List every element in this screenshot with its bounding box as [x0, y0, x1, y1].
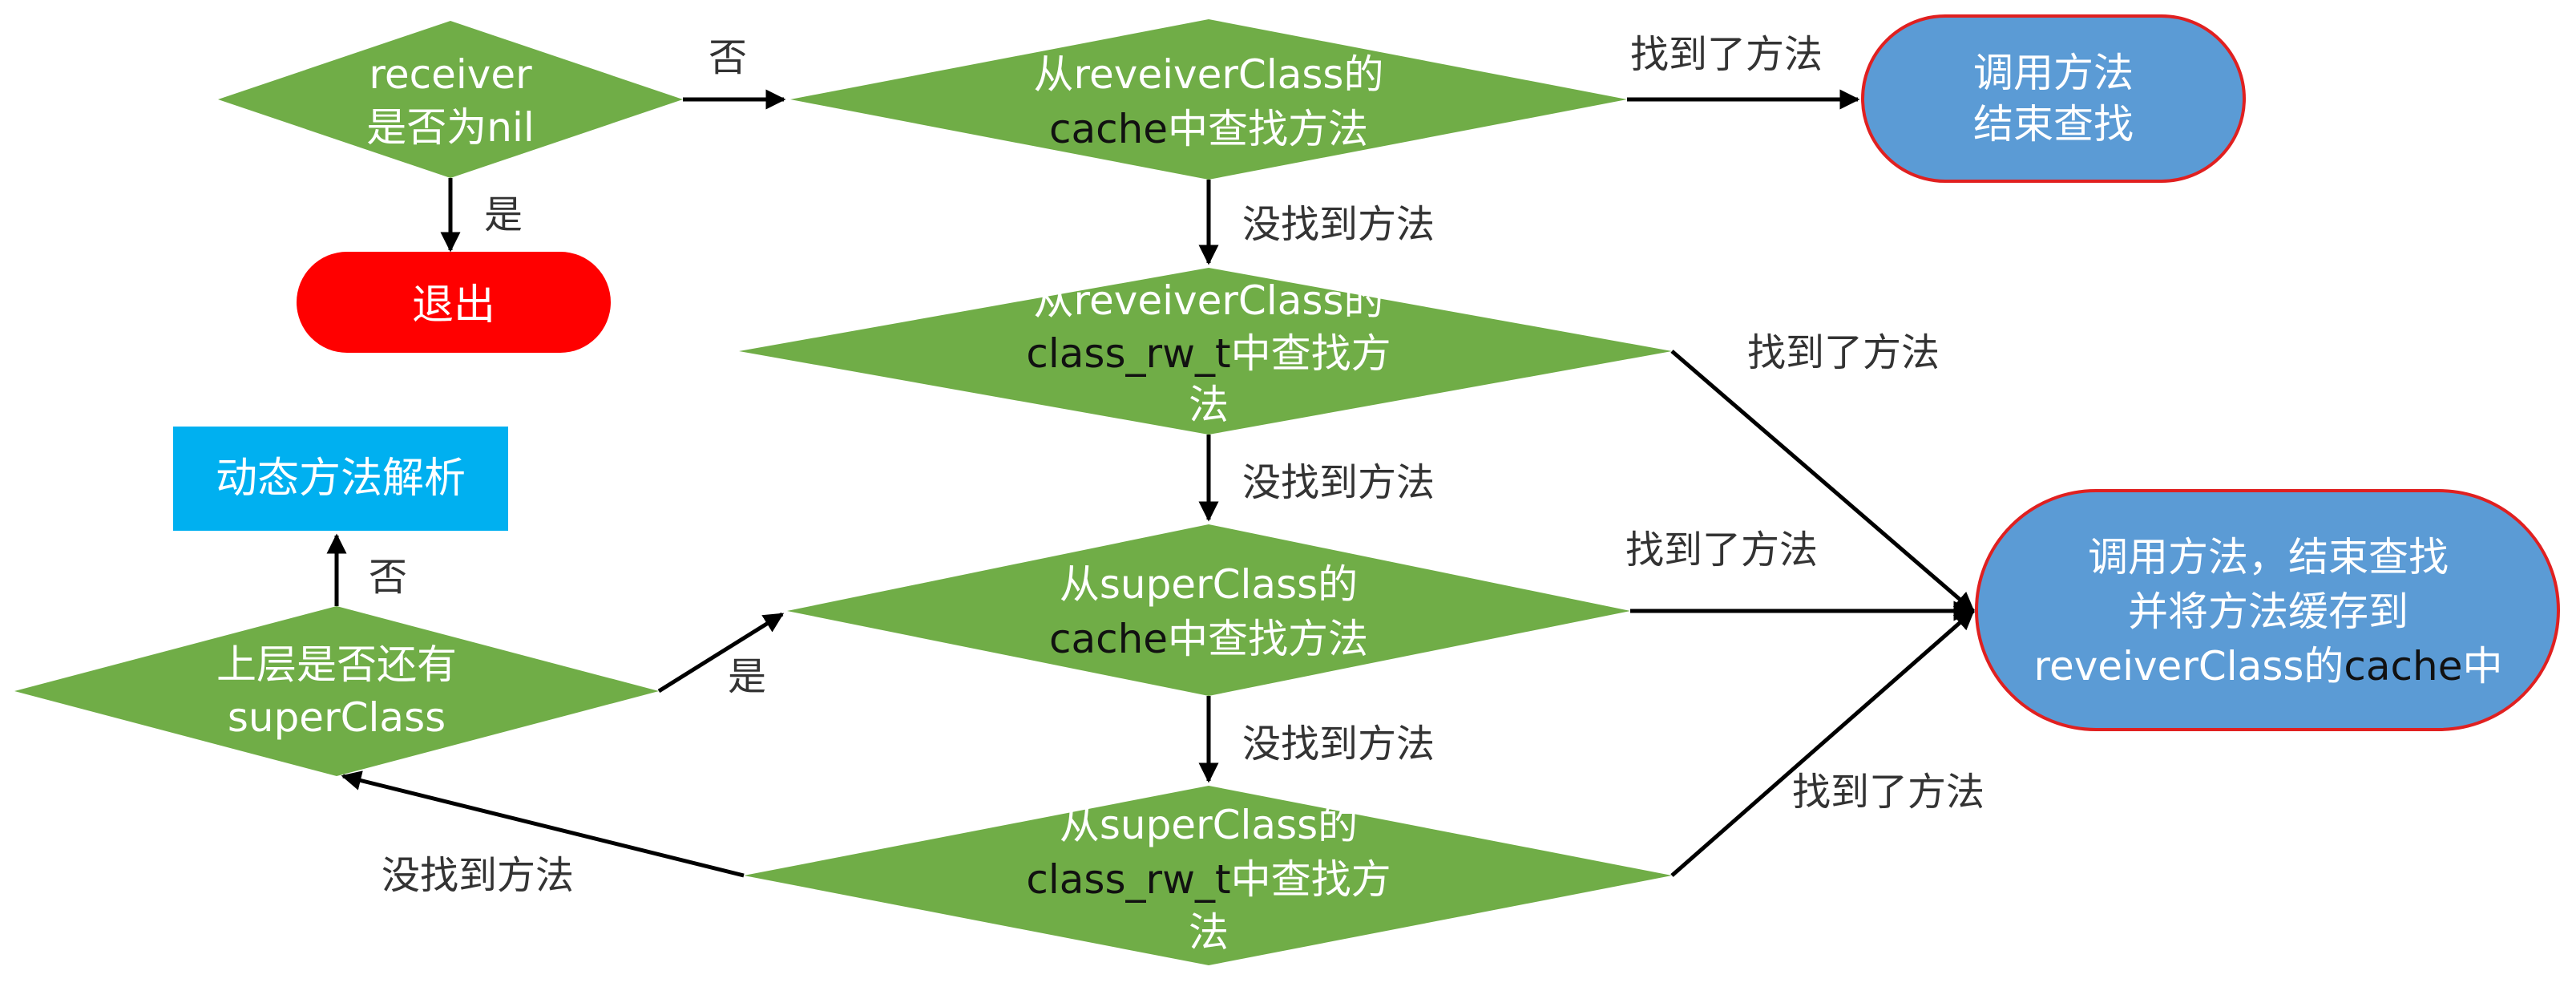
call-cache-line1: 调用方法，结束查找 — [2088, 534, 2449, 580]
label-supercache-found: 找到了方法 — [1625, 528, 1818, 572]
call-cache-line3: reveiverClass的cache中 — [2034, 643, 2503, 690]
super-cache-line2-b: 中查找方法 — [1168, 616, 1368, 662]
label-cache-notfound: 没找到方法 — [1242, 202, 1435, 247]
call-end-line2: 结束查找 — [1973, 101, 2134, 148]
label-is-nil: 是 — [484, 192, 523, 237]
label-not-nil: 否 — [709, 35, 747, 80]
super-cache-line2-a: cache — [1049, 616, 1168, 662]
cache-lookup-line2-b: 中查找方法 — [1168, 106, 1368, 152]
receiver-nil-diamond — [218, 21, 683, 178]
call-end-terminal — [1861, 14, 2246, 183]
label-has-super: 是 — [728, 654, 766, 699]
super-cache-diamond — [787, 524, 1630, 696]
label-rw-notfound: 没找到方法 — [1242, 460, 1435, 505]
super-cache-line1: 从superClass的 — [1060, 561, 1358, 608]
exit-label: 退出 — [412, 281, 495, 330]
super-rw-diamond — [744, 786, 1672, 965]
call-cache-line3-b: cache — [2344, 643, 2462, 690]
super-check-line2: superClass — [228, 694, 446, 741]
receiver-check-line2: 是否为nil — [366, 104, 534, 151]
connectors — [326, 89, 1975, 878]
rw-lookup-line1: 从reveiverClass的 — [1034, 277, 1384, 324]
exit-terminal — [297, 252, 611, 353]
rw-lookup-line2-b: 中查找方 — [1231, 330, 1391, 377]
super-rw-line3: 法 — [1189, 909, 1229, 956]
label-no-super: 否 — [369, 555, 407, 600]
label-superrw-found: 找到了方法 — [1792, 770, 1984, 815]
cache-lookup-diamond — [790, 19, 1627, 180]
rw-lookup-line3: 法 — [1189, 382, 1229, 428]
dynamic-resolve-box — [173, 427, 508, 531]
call-end-line1: 调用方法 — [1973, 50, 2134, 96]
cache-lookup-line2-a: cache — [1049, 106, 1168, 152]
call-cache-terminal — [1975, 489, 2560, 731]
edge-rw-found — [1670, 350, 1975, 613]
super-rw-line2: class_rw_t中查找方 — [1026, 856, 1391, 903]
super-check-line1: 上层是否还有 — [216, 641, 457, 688]
edge-has-super — [657, 612, 785, 694]
receiver-check-line1: receiver — [369, 51, 532, 98]
super-rw-line2-b: 中查找方 — [1231, 856, 1391, 903]
super-rw-line1: 从superClass的 — [1060, 802, 1358, 848]
label-superrw-notfound: 没找到方法 — [382, 853, 574, 898]
cache-lookup-line1: 从reveiverClass的 — [1034, 51, 1384, 98]
edge-superrw-found — [1670, 609, 1975, 877]
edge-superrw-notfound — [341, 770, 745, 878]
super-check-diamond — [14, 606, 659, 776]
cache-lookup-line2: cache中查找方法 — [1049, 106, 1368, 152]
label-cache-found: 找到了方法 — [1630, 32, 1823, 77]
call-cache-line3-a: reveiverClass的 — [2034, 643, 2344, 690]
rw-lookup-line2: class_rw_t中查找方 — [1026, 330, 1391, 377]
call-cache-line2: 并将方法缓存到 — [2128, 588, 2408, 635]
rw-lookup-diamond — [739, 268, 1672, 435]
label-supercache-notfound: 没找到方法 — [1242, 722, 1435, 766]
call-cache-line3-c: 中 — [2463, 643, 2503, 690]
rw-lookup-line2-a: class_rw_t — [1026, 330, 1230, 377]
label-rw-found: 找到了方法 — [1747, 330, 1940, 375]
super-rw-line2-a: class_rw_t — [1026, 856, 1230, 903]
super-cache-line2: cache中查找方法 — [1049, 616, 1368, 662]
dynamic-resolve-label: 动态方法解析 — [216, 455, 466, 503]
